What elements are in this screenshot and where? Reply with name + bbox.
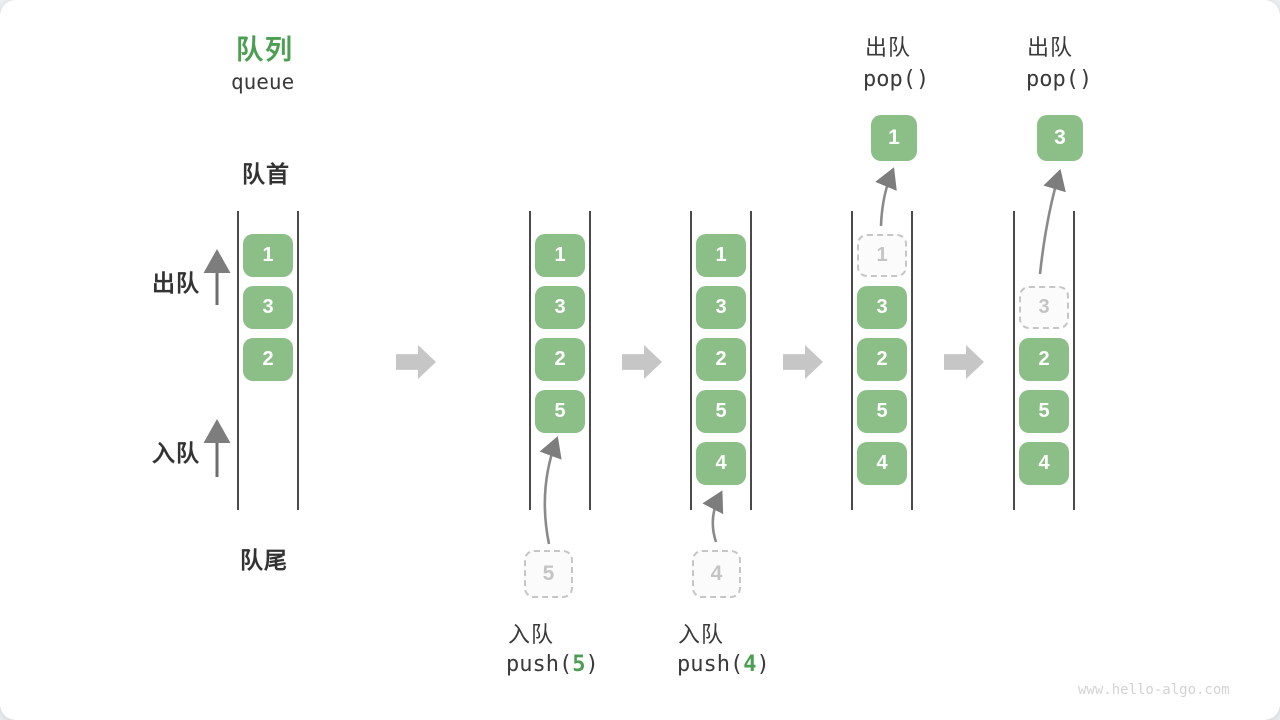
dequeue-side-label: 出队 <box>152 270 200 296</box>
queue-rear-label: 队尾 <box>240 547 288 573</box>
queue-rail-right <box>589 211 591 510</box>
queue-cell: 5 <box>857 390 907 433</box>
push5-op-label: 入队 <box>508 622 555 647</box>
queue-cell: 5 <box>696 390 746 433</box>
popped-element-box: 3 <box>1037 115 1083 161</box>
queue-state-3: 1 3 2 5 4 <box>690 211 752 510</box>
queue-cell: 3 <box>696 286 746 329</box>
queue-cell: 2 <box>243 338 293 381</box>
queue-state-5: 3 2 5 4 <box>1013 211 1075 510</box>
queue-cell: 4 <box>857 442 907 485</box>
queue-rail-left <box>529 211 531 510</box>
push4-op-code: push(4) <box>677 652 770 677</box>
push4-op-label: 入队 <box>678 622 725 647</box>
queue-rail-left <box>237 211 239 510</box>
queue-front-label: 队首 <box>242 161 290 187</box>
queue-rail-right <box>1073 211 1075 510</box>
transition-arrow-icon <box>783 345 823 379</box>
queue-cell: 3 <box>535 286 585 329</box>
queue-cell-ghost: 1 <box>857 234 907 277</box>
queue-state-1: 1 3 2 <box>237 211 299 510</box>
code-fn: push( <box>677 652 744 677</box>
code-arg: 5 <box>572 652 586 677</box>
queue-rail-right <box>911 211 913 510</box>
transition-arrow-icon <box>396 345 436 379</box>
queue-rail-left <box>1013 211 1015 510</box>
queue-rail-right <box>750 211 752 510</box>
queue-cell: 2 <box>1019 338 1069 381</box>
queue-cell: 2 <box>696 338 746 381</box>
queue-cell-ghost: 3 <box>1019 286 1069 329</box>
queue-cell: 2 <box>857 338 907 381</box>
queue-cell: 4 <box>696 442 746 485</box>
code-close: ) <box>756 652 770 677</box>
queue-rail-right <box>297 211 299 510</box>
popped-element-box: 1 <box>871 115 917 161</box>
code-fn: push( <box>506 652 573 677</box>
queue-cell: 2 <box>535 338 585 381</box>
watermark: www.hello-algo.com <box>1078 682 1230 698</box>
pop2-op-code: pop() <box>1026 67 1093 92</box>
queue-cell: 3 <box>243 286 293 329</box>
transition-arrow-icon <box>944 345 984 379</box>
queue-cell: 4 <box>1019 442 1069 485</box>
code-close: ) <box>585 652 599 677</box>
enqueue-side-label: 入队 <box>152 440 200 466</box>
pop2-op-label: 出队 <box>1027 35 1074 60</box>
queue-cell: 1 <box>696 234 746 277</box>
transition-arrow-icon <box>622 345 662 379</box>
code-arg: 4 <box>743 652 757 677</box>
diagram-title-zh: 队列 <box>236 35 294 65</box>
queue-rail-left <box>690 211 692 510</box>
queue-state-4: 1 3 2 5 4 <box>851 211 913 510</box>
diagram-title-en: queue <box>231 70 295 94</box>
queue-cell: 5 <box>535 390 585 433</box>
queue-cell: 5 <box>1019 390 1069 433</box>
queue-state-2: 1 3 2 5 <box>529 211 591 510</box>
push5-op-code: push(5) <box>506 652 599 677</box>
pop1-op-label: 出队 <box>865 35 912 60</box>
queue-cell: 1 <box>243 234 293 277</box>
enqueue-ghost-box: 4 <box>692 550 741 598</box>
enqueue-ghost-box: 5 <box>524 550 573 598</box>
queue-rail-left <box>851 211 853 510</box>
queue-cell: 3 <box>857 286 907 329</box>
pop1-op-code: pop() <box>863 67 930 92</box>
queue-cell: 1 <box>535 234 585 277</box>
